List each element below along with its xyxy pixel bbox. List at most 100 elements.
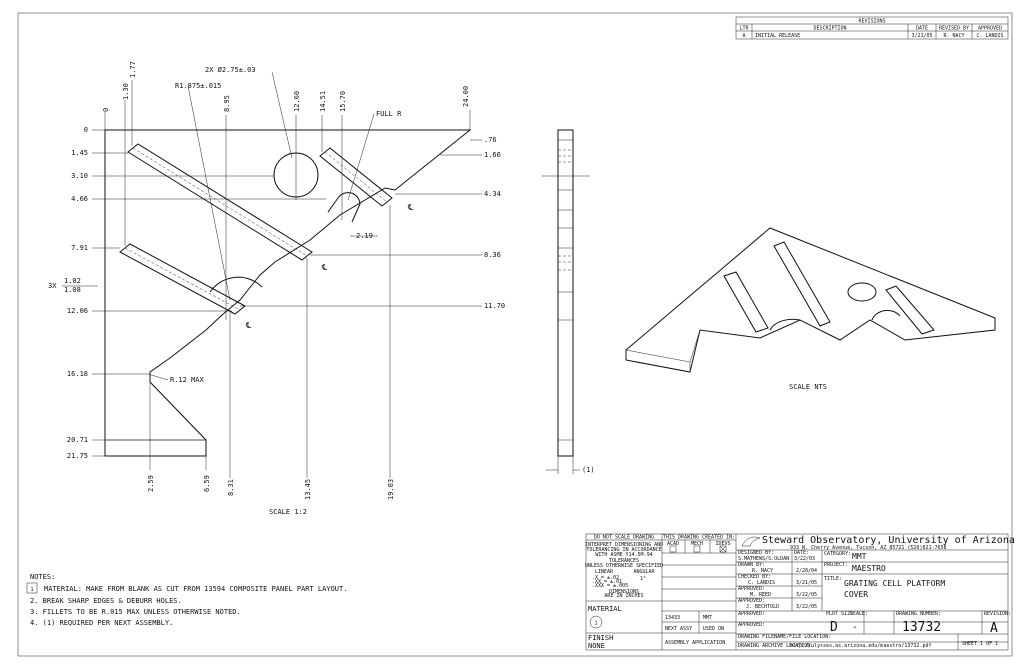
- signature-rows: DESIGNED BY: S.MATHEWS/S.OLDAN DATE: 3/2…: [736, 550, 1011, 650]
- svg-text:CATEGORY:: CATEGORY:: [824, 551, 851, 557]
- designed-by: S.MATHEWS/S.OLDAN: [738, 556, 789, 562]
- dim-lines-left: [92, 129, 326, 457]
- revisions-title: REVISIONS: [858, 19, 885, 25]
- svg-text:APPROVED:: APPROVED:: [738, 611, 765, 617]
- next-assy-value: 13433: [665, 615, 680, 621]
- main-view-scale: SCALE 1:2: [269, 508, 307, 516]
- dim-slot-qty: 3X: [48, 282, 57, 290]
- r1875-arc: [209, 276, 263, 293]
- dim-left-7: 20.71: [67, 436, 88, 444]
- dim-fillet-note: R.12 MAX: [170, 376, 205, 384]
- rev-header-revised-by: REVISED BY: [939, 26, 969, 32]
- slot-3: [319, 147, 393, 207]
- dim-right-0: .76: [484, 136, 497, 144]
- dim-top-6: 12.60: [293, 91, 301, 112]
- approved-1-date: 3/22/05: [796, 592, 817, 598]
- svg-text:DO NOT SCALE DRAWING: DO NOT SCALE DRAWING: [594, 535, 654, 541]
- notes-block: NOTES: 1 MATERIAL: MAKE FROM BLANK AS CU…: [26, 573, 347, 627]
- svg-text:ARE IN INCHES: ARE IN INCHES: [604, 593, 643, 599]
- org-header: Steward Observatory, University of Arizo…: [736, 535, 1015, 551]
- centerline-1: ℄: [245, 321, 252, 330]
- dim-right-3: 8.36: [484, 251, 501, 259]
- designed-date: 3/22/03: [794, 556, 815, 562]
- notes-title: NOTES:: [30, 573, 55, 581]
- dim-slot-width-min: 1.02: [64, 277, 81, 285]
- category: MMT: [852, 552, 867, 561]
- archive-path: http://ulysses.as.arizona.edu/maestro/13…: [790, 643, 931, 649]
- dim-top-0: 0: [102, 108, 110, 112]
- rev-row-description: INITIAL RELEASE: [755, 33, 800, 39]
- dim-top-1: 1.30: [122, 83, 130, 100]
- dim-notch-width: 2.19: [356, 232, 373, 240]
- revisions-table: REVISIONS LTR DESCRIPTION DATE REVISED B…: [735, 16, 1009, 40]
- svg-text:INTERPRET DIMENSIONING AND: INTERPRET DIMENSIONING AND: [585, 542, 663, 548]
- approved-2: J. BECHTOLD: [746, 604, 779, 610]
- observatory-logo: [741, 536, 761, 547]
- drawing-number: 13732: [902, 620, 941, 635]
- full-r-notch: [327, 192, 361, 223]
- dim-left-6: 16.18: [67, 370, 88, 378]
- svg-text:1: 1: [594, 621, 597, 627]
- slot-1: [127, 143, 313, 261]
- material-label: MATERIAL: [588, 605, 622, 613]
- rev-row-date: 3/21/05: [911, 33, 932, 39]
- svg-text:THIS DRAWING CREATED IN:: THIS DRAWING CREATED IN:: [663, 535, 735, 541]
- side-view: (1): [542, 129, 595, 474]
- note-flag-number: 1: [30, 587, 33, 593]
- svg-text:WITH ASME Y14.5M-94: WITH ASME Y14.5M-94: [595, 552, 652, 558]
- dim-radius-callout: R1.875±.015: [175, 82, 221, 90]
- svg-text:MECH: MECH: [691, 541, 703, 547]
- plot-size: D: [830, 620, 838, 635]
- svg-text:SCALE:: SCALE:: [850, 611, 868, 617]
- dim-right-1: 1.66: [484, 151, 501, 159]
- dim-left-5: 12.06: [67, 307, 88, 315]
- svg-text:1°: 1°: [640, 576, 646, 582]
- dim-lines-right: [240, 139, 482, 307]
- dim-top-2: 1.77: [129, 61, 137, 78]
- title-block: DO NOT SCALE DRAWING INTERPRET DIMENSION…: [585, 533, 1015, 651]
- dim-left-3: 4.66: [71, 195, 88, 203]
- svg-text:DRAWING FILENAME/FILE LOCATION: DRAWING FILENAME/FILE LOCATION:: [738, 634, 831, 640]
- svg-text:DATE:: DATE:: [794, 550, 809, 556]
- dim-right-4: 11.70: [484, 302, 505, 310]
- dim-bottom-0: 2.59: [147, 475, 155, 492]
- note-4: 4. (1) REQUIRED PER NEXT ASSEMBLY.: [30, 619, 173, 627]
- svg-text:DESIGNED BY:: DESIGNED BY:: [738, 550, 774, 556]
- svg-text:.X = ±.02: .X = ±.02: [592, 575, 619, 581]
- rev-header-date: DATE: [916, 26, 928, 32]
- sheet-border: [17, 12, 1013, 657]
- finish-label: FINISH: [588, 634, 613, 642]
- dim-bottom-3: 13.45: [304, 479, 312, 500]
- approved-2-date: 3/22/05: [796, 604, 817, 610]
- isometric-view: SCALE NTS: [625, 227, 996, 391]
- svg-text:.XXX = ±.005: .XXX = ±.005: [592, 583, 628, 589]
- checked-date: 3/21/05: [796, 580, 817, 586]
- svg-text:PROJECT:: PROJECT:: [824, 562, 848, 568]
- revision-letter: A: [990, 621, 998, 636]
- rev-row-revised-by: R. NACY: [943, 33, 964, 39]
- svg-text:TOLERANCES: TOLERANCES: [609, 558, 639, 564]
- project: MAESTRO: [852, 564, 886, 573]
- assembly-application: ASSEMBLY APPLICATION: [665, 640, 725, 646]
- dim-bottom-2: 8.31: [227, 479, 235, 496]
- drawing-title-2: COVER: [844, 590, 868, 599]
- svg-text:ANGULAR: ANGULAR: [633, 569, 655, 575]
- next-assy-label: NEXT ASSY: [665, 626, 692, 632]
- note-flag-box: [26, 582, 38, 594]
- svg-text:TOLERANCING IN ACCORDANCE: TOLERANCING IN ACCORDANCE: [586, 547, 661, 553]
- svg-text:APPROVED:: APPROVED:: [738, 598, 765, 604]
- drawing-title-1: GRATING CELL PLATFORM: [844, 579, 945, 588]
- rev-header-description: DESCRIPTION: [813, 26, 846, 32]
- centerline-2: ℄: [321, 263, 328, 272]
- svg-text:REVISION:: REVISION:: [984, 611, 1011, 617]
- used-on-label: USED ON: [703, 626, 724, 632]
- svg-text:UNLESS OTHERWISE SPECIFIED: UNLESS OTHERWISE SPECIFIED: [585, 563, 663, 569]
- svg-text:PLOT SIZE:: PLOT SIZE:: [826, 611, 856, 617]
- svg-text:CHECKED BY:: CHECKED BY:: [738, 574, 771, 580]
- dim-left-1: 1.45: [71, 149, 88, 157]
- dim-top-7: 14.51: [319, 91, 327, 112]
- checked-by: C. LANDIS: [748, 580, 775, 586]
- sheet-count: SHEET 1 OF 1: [962, 641, 998, 647]
- dim-left-8: 21.75: [67, 452, 88, 460]
- dim-top-10: 24.00: [462, 86, 470, 107]
